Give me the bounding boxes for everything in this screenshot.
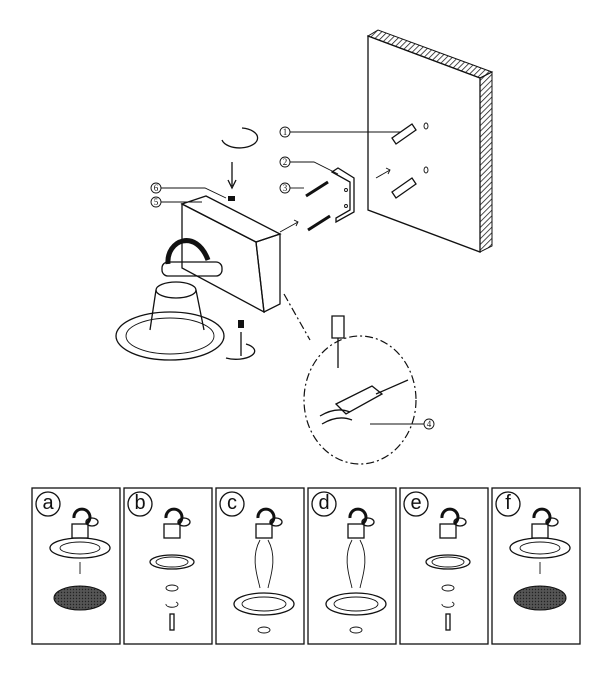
callout-6: 6	[150, 182, 227, 199]
step-panel-c: c	[215, 487, 305, 645]
mounting-bracket	[330, 167, 355, 224]
callout-label: 2	[283, 157, 288, 167]
callout-label: 5	[154, 197, 159, 207]
step-panel-b: b	[123, 487, 213, 645]
step-badge	[403, 491, 429, 517]
callout-label: 3	[283, 183, 288, 193]
step-badge	[127, 491, 153, 517]
base-box	[180, 195, 282, 314]
callout-1: 1	[279, 126, 400, 138]
step-panel-f: f	[491, 487, 581, 645]
step-badge	[311, 491, 337, 517]
callout-label: 4	[427, 419, 432, 429]
step-label: c	[227, 492, 237, 514]
wall	[366, 29, 494, 253]
callout-2: 2	[279, 156, 339, 175]
filter-disc	[513, 585, 567, 611]
step-label: f	[505, 492, 511, 514]
callout-5: 5	[150, 196, 202, 208]
step-badge	[495, 491, 521, 517]
callout-label: 6	[154, 183, 159, 193]
step-panel-a: a	[31, 487, 121, 645]
step-label: b	[134, 492, 145, 514]
step-panel-d: d	[307, 487, 397, 645]
wall-plug	[375, 122, 429, 199]
step-label: d	[318, 492, 329, 514]
spotlight	[115, 238, 225, 361]
callout-3: 3	[279, 182, 304, 194]
step-label: a	[42, 492, 54, 514]
step-badge	[219, 491, 245, 517]
wiring-detail	[283, 293, 417, 465]
step-badge	[35, 491, 61, 517]
step-label: e	[410, 492, 421, 514]
callout-4: 4	[370, 418, 435, 430]
filter-disc	[53, 585, 107, 611]
callout-label: 1	[283, 127, 288, 137]
step-panel-e: e	[399, 487, 489, 645]
rotate-arrow-icon	[221, 127, 259, 360]
screw	[228, 180, 331, 328]
